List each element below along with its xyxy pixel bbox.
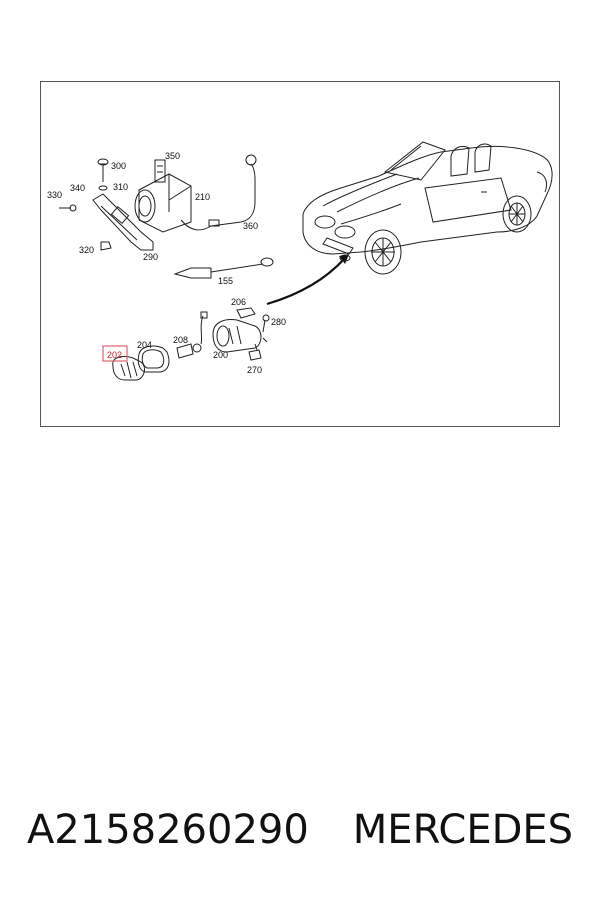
nut-320	[100, 241, 112, 251]
fog-lamp-housing-200	[212, 319, 262, 353]
callout-155: 155	[218, 276, 233, 286]
callout-280: 280	[271, 317, 286, 327]
callout-208: 208	[173, 335, 188, 345]
bulb-208	[176, 343, 194, 359]
callout-270: 270	[247, 365, 262, 375]
screw-280	[262, 319, 266, 333]
callout-330: 330	[47, 190, 62, 200]
callout-290: 290	[143, 252, 158, 262]
callout-320: 320	[79, 245, 94, 255]
callout-200: 200	[213, 350, 228, 360]
brand-name: MERCEDES	[352, 807, 574, 853]
lamp-housing-210	[138, 173, 192, 233]
nut-270	[248, 349, 262, 361]
screw-300	[99, 163, 107, 182]
clip-350	[154, 159, 166, 183]
wire-360	[180, 163, 256, 231]
callout-340: 340	[70, 183, 85, 193]
product-caption: A2158260290 MERCEDES	[0, 800, 600, 860]
parts-diagram: 300 350 340 310 330 210 360 320 290 155 …	[47, 141, 553, 381]
bracket-206	[236, 307, 256, 319]
callout-310: 310	[113, 182, 128, 192]
parts-diagram-frame: 300 350 340 310 330 210 360 320 290 155 …	[40, 81, 560, 427]
callout-300: 300	[111, 161, 126, 171]
leader-arrow	[266, 257, 346, 306]
bracket-290	[92, 193, 154, 251]
callout-204: 204	[137, 340, 152, 350]
callout-210: 210	[195, 192, 210, 202]
callout-350: 350	[165, 151, 180, 161]
part-number: A2158260290	[26, 807, 309, 853]
car-illustration	[302, 141, 553, 275]
fog-lamp-assembly-lower	[112, 307, 270, 381]
gasket-204	[137, 345, 170, 373]
callout-206: 206	[231, 297, 246, 307]
washer-310	[98, 185, 108, 191]
callout-202: 202	[107, 350, 122, 360]
highlight-box-202	[102, 345, 128, 362]
callout-360: 360	[243, 221, 258, 231]
fog-lamp-assembly-upper	[59, 154, 274, 279]
bulb-socket-155	[173, 267, 212, 279]
